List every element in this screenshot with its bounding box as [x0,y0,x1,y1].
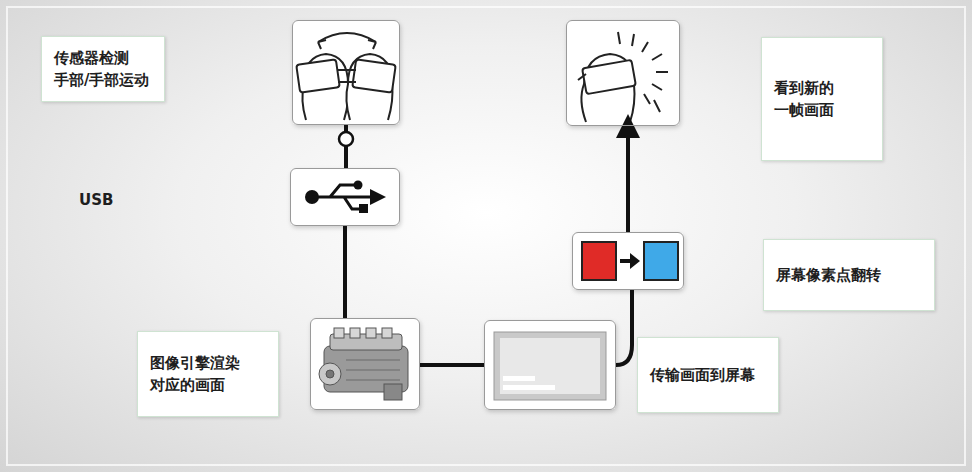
connector [626,126,630,232]
label-box: 传感器检测 手部/手部运动 [41,36,165,102]
icon-box: 屏幕像素点翻转 [572,232,684,290]
label-box: 屏幕像素点翻转 [763,239,935,311]
node-label: 传感器检测 手部/手部运动 [54,47,152,92]
node-label: 传输画面到屏幕 [650,364,755,387]
icon-box: 看到新的 一帧画面 [566,20,680,126]
screen-icon [494,332,606,400]
node-label: USB [79,189,113,212]
start-circle [339,132,353,146]
connector [420,363,484,367]
pixel-flip-icon [582,242,678,280]
engine-icon [319,328,408,400]
icon-box: 传感器检测 手部/手部运动 [292,20,400,125]
label-box: 看到新的 一帧画面 [761,37,883,161]
node-label: 图像引擎渲染 对应的画面 [150,352,266,397]
node-label: 屏幕像素点翻转 [776,264,881,287]
icon-box: 传输画面到屏幕 [484,320,616,410]
head-flash-icon [578,32,668,122]
icon-box-fills [290,20,684,410]
icon-box: 图像引擎渲染 对应的画面 [310,318,420,410]
icon-box: USB [290,168,400,226]
label-box: 图像引擎渲染 对应的画面 [137,331,279,417]
connector [616,290,632,365]
connector [343,226,347,318]
usb-symbol [305,181,386,214]
label-box: 传输画面到屏幕 [637,337,779,413]
node-label: 看到新的 一帧画面 [774,77,870,122]
head-turn-icon [296,33,396,120]
label-text: USB [79,185,149,215]
